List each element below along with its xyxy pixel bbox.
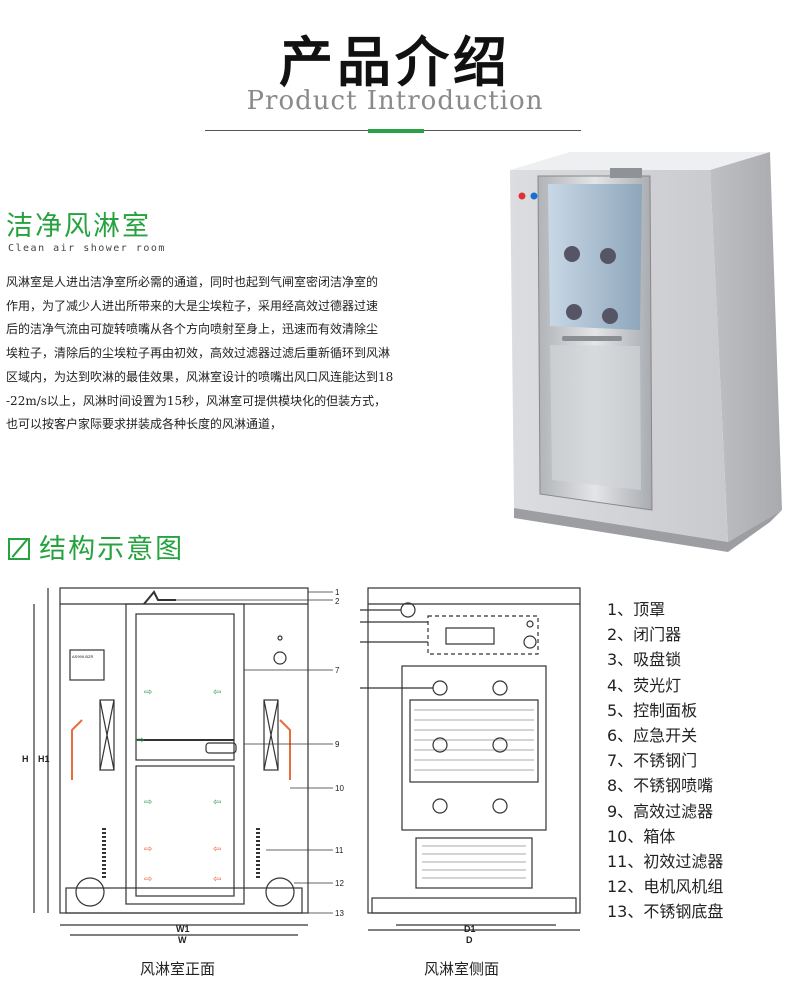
edit-icon (8, 538, 30, 560)
svg-text:⇨: ⇨ (136, 735, 144, 746)
dim-w: W (178, 935, 187, 945)
legend-item: 9、高效过滤器 (607, 801, 714, 821)
plate-text: AS999-BZR (72, 654, 93, 659)
legend-item: 7、不锈钢门 (607, 751, 698, 771)
callout-9: 9 (335, 740, 340, 749)
intro-paragraph: 风淋室是人进出洁净室所必需的通道，同时也起到气闸室密闭洁净室的 作用，为了减少人… (6, 271, 464, 437)
svg-text:⇨: ⇨ (144, 797, 152, 808)
svg-text:⇨: ⇨ (144, 687, 152, 698)
svg-text:⇦: ⇦ (213, 687, 221, 698)
page-title: 产品介绍 (279, 30, 511, 94)
intro-line: 区域内，为达到吹淋的最佳效果，风淋室设计的喷嘴出风口风连能达到18 (6, 369, 394, 384)
legend-item: 2、闭门器 (607, 625, 682, 645)
callout-7: 7 (335, 666, 340, 675)
intro-line: 后的洁净气流由可旋转喷嘴从各个方向喷射至身上，迅速而有效清除尘 (6, 322, 379, 337)
front-view-caption: 风淋室正面 (140, 960, 216, 978)
legend-item: 11、初效过滤器 (607, 851, 724, 871)
intro-line: 埃粒子，清除后的尘埃粒子再由初效，高效过滤器过滤后重新循环到风淋 (6, 346, 391, 361)
intro-line: 也可以按客户家际要求拼装成各种长度的风淋通道， (6, 417, 283, 432)
intro-line: 作用，为了减少人进出所带来的大是尘埃粒子，采用经高效过德器过速 (6, 298, 379, 313)
dim-h1: H1 (38, 754, 50, 764)
svg-text:⇨: ⇨ (144, 874, 152, 885)
legend-item: 12、电机风机组 (607, 877, 724, 897)
intro-line: -22m/s以上，风淋时间设置为15秒，风淋室可提供模块化的但装方式， (6, 393, 387, 408)
svg-text:⇨: ⇨ (144, 844, 152, 855)
legend-item: 6、应急开关 (607, 725, 698, 745)
front-view-drawing: ⇨ ⇦ ⇨ ⇨ ⇦ ⇨ ⇦ ⇨ ⇦ 1 2 7 9 10 11 12 13 AS999-B… (22, 587, 344, 945)
callout-1: 1 (335, 588, 340, 597)
side-view-drawing: D1 D (360, 587, 581, 945)
callout-10: 10 (335, 784, 344, 793)
svg-text:⇦: ⇦ (213, 844, 221, 855)
callout-11: 11 (335, 846, 344, 855)
svg-text:⇦: ⇦ (213, 797, 221, 808)
legend-item: 4、荧光灯 (607, 675, 682, 695)
section-title-structure: 结构示意图 (39, 534, 185, 565)
dim-d1: D1 (464, 924, 476, 934)
section-subtitle-product: Clean air shower room (8, 243, 166, 254)
section-title-product: 洁净风淋室 (6, 211, 151, 242)
svg-text:⇦: ⇦ (213, 874, 221, 885)
dim-d: D (466, 935, 473, 945)
callout-13: 13 (335, 909, 344, 918)
intro-line: 风淋室是人进出洁净室所必需的通道，同时也起到气闸室密闭洁净室的 (6, 275, 379, 289)
side-view-caption: 风淋室侧面 (424, 960, 500, 978)
dim-h: H (22, 754, 29, 764)
legend-item: 8、不锈钢喷嘴 (607, 776, 714, 796)
dim-w1: W1 (176, 924, 190, 934)
legend-item: 3、吸盘锁 (607, 650, 682, 670)
legend-item: 13、不锈钢底盘 (607, 902, 724, 922)
callout-2: 2 (335, 597, 340, 606)
legend-item: 10、箱体 (607, 826, 676, 846)
title-accent-bar (368, 129, 424, 133)
page-subtitle: Product Introduction (246, 86, 544, 116)
legend-item: 1、顶罩 (607, 600, 666, 619)
component-legend: 1、顶罩 2、闭门器 3、吸盘锁 4、荧光灯 5、控制面板 6、应急开关 7、不… (607, 597, 723, 924)
product-photo (510, 152, 782, 552)
callout-12: 12 (335, 879, 344, 888)
legend-item: 5、控制面板 (607, 700, 698, 720)
section-title-structure-wrap: 结构示意图 (8, 527, 184, 566)
